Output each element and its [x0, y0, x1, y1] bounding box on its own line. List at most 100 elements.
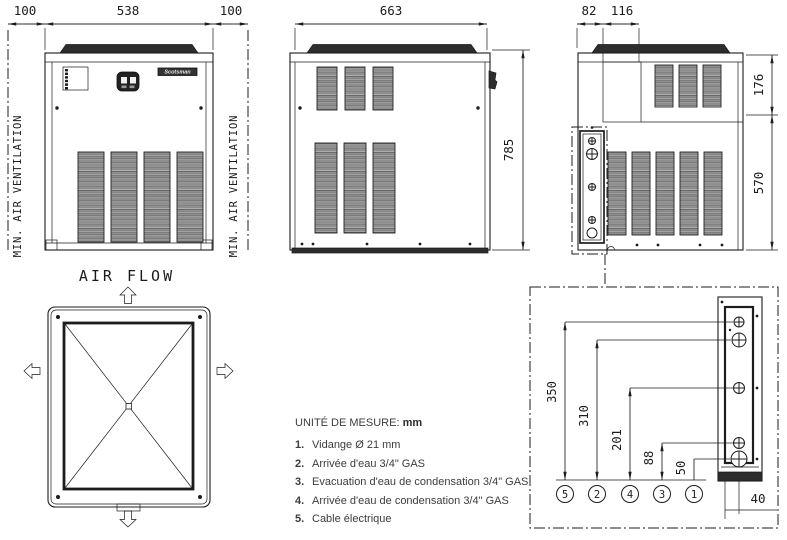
air-flow-up-arrow-icon: [119, 286, 137, 304]
air-flow-right-arrow-icon: [216, 362, 234, 380]
side-vent-grille-bottom: [372, 142, 396, 234]
air-flow-down-arrow-icon: [119, 510, 137, 528]
connector-4-condenser-inlet: [733, 382, 745, 394]
callout-number: 4: [627, 489, 633, 501]
legend-item-text: Arrivée d'eau 3/4" GAS: [312, 457, 426, 470]
legend-item-3: 3.Evacuation d'eau de condensation 3/4" …: [295, 473, 529, 492]
callout-number: 5: [562, 489, 568, 501]
rear-vent-grille-bottom: [679, 151, 699, 236]
nameplate-row: [65, 83, 68, 86]
rear-electrical-box: [602, 61, 642, 123]
rear-vent-grille-top: [702, 64, 722, 108]
screw: [755, 386, 759, 390]
callout-bubble-5: 5: [556, 485, 574, 503]
nameplate-row: [65, 72, 68, 75]
front-vent-grille: [110, 151, 138, 243]
screw: [720, 243, 724, 247]
legend-item-4: 4.Arrivée d'eau de condensation 3/4" GAS: [295, 492, 525, 511]
side-vent-grille-top: [372, 66, 394, 111]
screw: [755, 314, 759, 318]
detail-connection-panel: [717, 296, 763, 482]
rear-dim-top-label: 176: [751, 74, 766, 97]
front-view: 100 538 100 MIN. AIR VENTILATION MIN. AI…: [7, 3, 249, 257]
screw: [418, 242, 422, 246]
side-dim-height-label: 785: [501, 139, 516, 162]
rear-vent-grille-bottom: [655, 151, 675, 236]
callout-number: 3: [659, 489, 665, 501]
callout-bubble-2: 2: [588, 485, 606, 503]
side-base-strip: [291, 247, 489, 254]
front-vent-grille: [77, 151, 105, 243]
rear-dim-side-label: 570: [751, 172, 766, 195]
nameplate-row: [65, 87, 68, 90]
rear-view: 82 116: [571, 3, 778, 287]
callout-bubble-4: 4: [621, 485, 639, 503]
rear-vent-grille-bottom: [703, 151, 723, 236]
screw: [311, 242, 315, 246]
connector-symbol: [586, 148, 598, 160]
connector-symbol: [588, 216, 596, 224]
connector-symbol: [588, 183, 596, 191]
rear-dim-b-label: 116: [611, 3, 634, 18]
rear-vent-grille-top: [678, 64, 698, 108]
legend-title: UNITÉ DE MESURE: mm: [295, 417, 525, 429]
detail-panel-base: [717, 471, 763, 482]
screw: [698, 243, 702, 247]
side-top-cap: [306, 44, 478, 54]
legend-item-number: 2.: [295, 457, 305, 470]
legend-item-text: Cable électrique: [312, 513, 392, 526]
legend-item-text: Evacuation d'eau de condensation 3/4" GA…: [312, 476, 529, 489]
screw: [635, 243, 639, 247]
legend-title-text: UNITÉ DE MESURE:: [295, 417, 400, 429]
screw: [198, 315, 202, 319]
rear-body: [577, 52, 744, 251]
brand-badge: Scotsman: [157, 67, 198, 76]
rear-vent-grille-bottom: [631, 151, 651, 236]
screw: [56, 315, 60, 319]
side-dim-width-label: 663: [380, 3, 403, 18]
plan-frame-outer: [47, 306, 211, 508]
detail-depth-label: 40: [750, 491, 765, 506]
screw: [476, 106, 480, 110]
legend-item-text: Arrivée d'eau de condensation 3/4" GAS: [312, 494, 509, 507]
front-body: [44, 52, 214, 251]
legend: UNITÉ DE MESURE: mm 1.Vidange Ø 21 mm 2.…: [295, 417, 529, 529]
front-foot-right: [200, 239, 213, 251]
screw: [198, 495, 202, 499]
detail-dim-350-label: 350: [545, 381, 559, 403]
connector-symbol: [588, 137, 596, 145]
front-dim-right-label: 100: [220, 3, 243, 18]
rear-drain-hole: [607, 246, 615, 251]
screw: [755, 457, 759, 461]
control-panel: [116, 71, 140, 92]
side-vent-grille-top: [344, 66, 366, 111]
connector-5-cable: [733, 316, 745, 328]
connector-hole: [586, 227, 598, 239]
screw: [656, 243, 660, 247]
nameplate-row: [65, 69, 68, 72]
nameplate-row: [65, 79, 68, 83]
screw: [55, 106, 59, 110]
callout-bubble-3: 3: [653, 485, 671, 503]
legend-item-5: 5. Cable électrique: [295, 510, 525, 529]
screw: [720, 300, 724, 304]
screw: [199, 106, 203, 110]
nameplate-row: [65, 76, 68, 79]
legend-item-number: 5.: [295, 513, 305, 526]
screw: [298, 106, 302, 110]
screw: [300, 242, 304, 246]
front-ventilation-note-right: MIN. AIR VENTILATION: [228, 115, 240, 257]
connector-3-condensate-outlet: [733, 437, 745, 449]
callout-number: 2: [594, 489, 600, 501]
front-dim-width-label: 538: [117, 3, 140, 18]
screw: [365, 242, 369, 246]
front-dim-left-label: 100: [14, 3, 37, 18]
detail-dim-201-label: 201: [610, 429, 624, 451]
legend-item-text: Vidange Ø 21 mm: [312, 439, 401, 451]
callout-number: 1: [691, 489, 697, 501]
display-window: [121, 77, 127, 84]
rear-top-cap: [591, 44, 731, 54]
rear-connection-panel: [579, 126, 605, 244]
